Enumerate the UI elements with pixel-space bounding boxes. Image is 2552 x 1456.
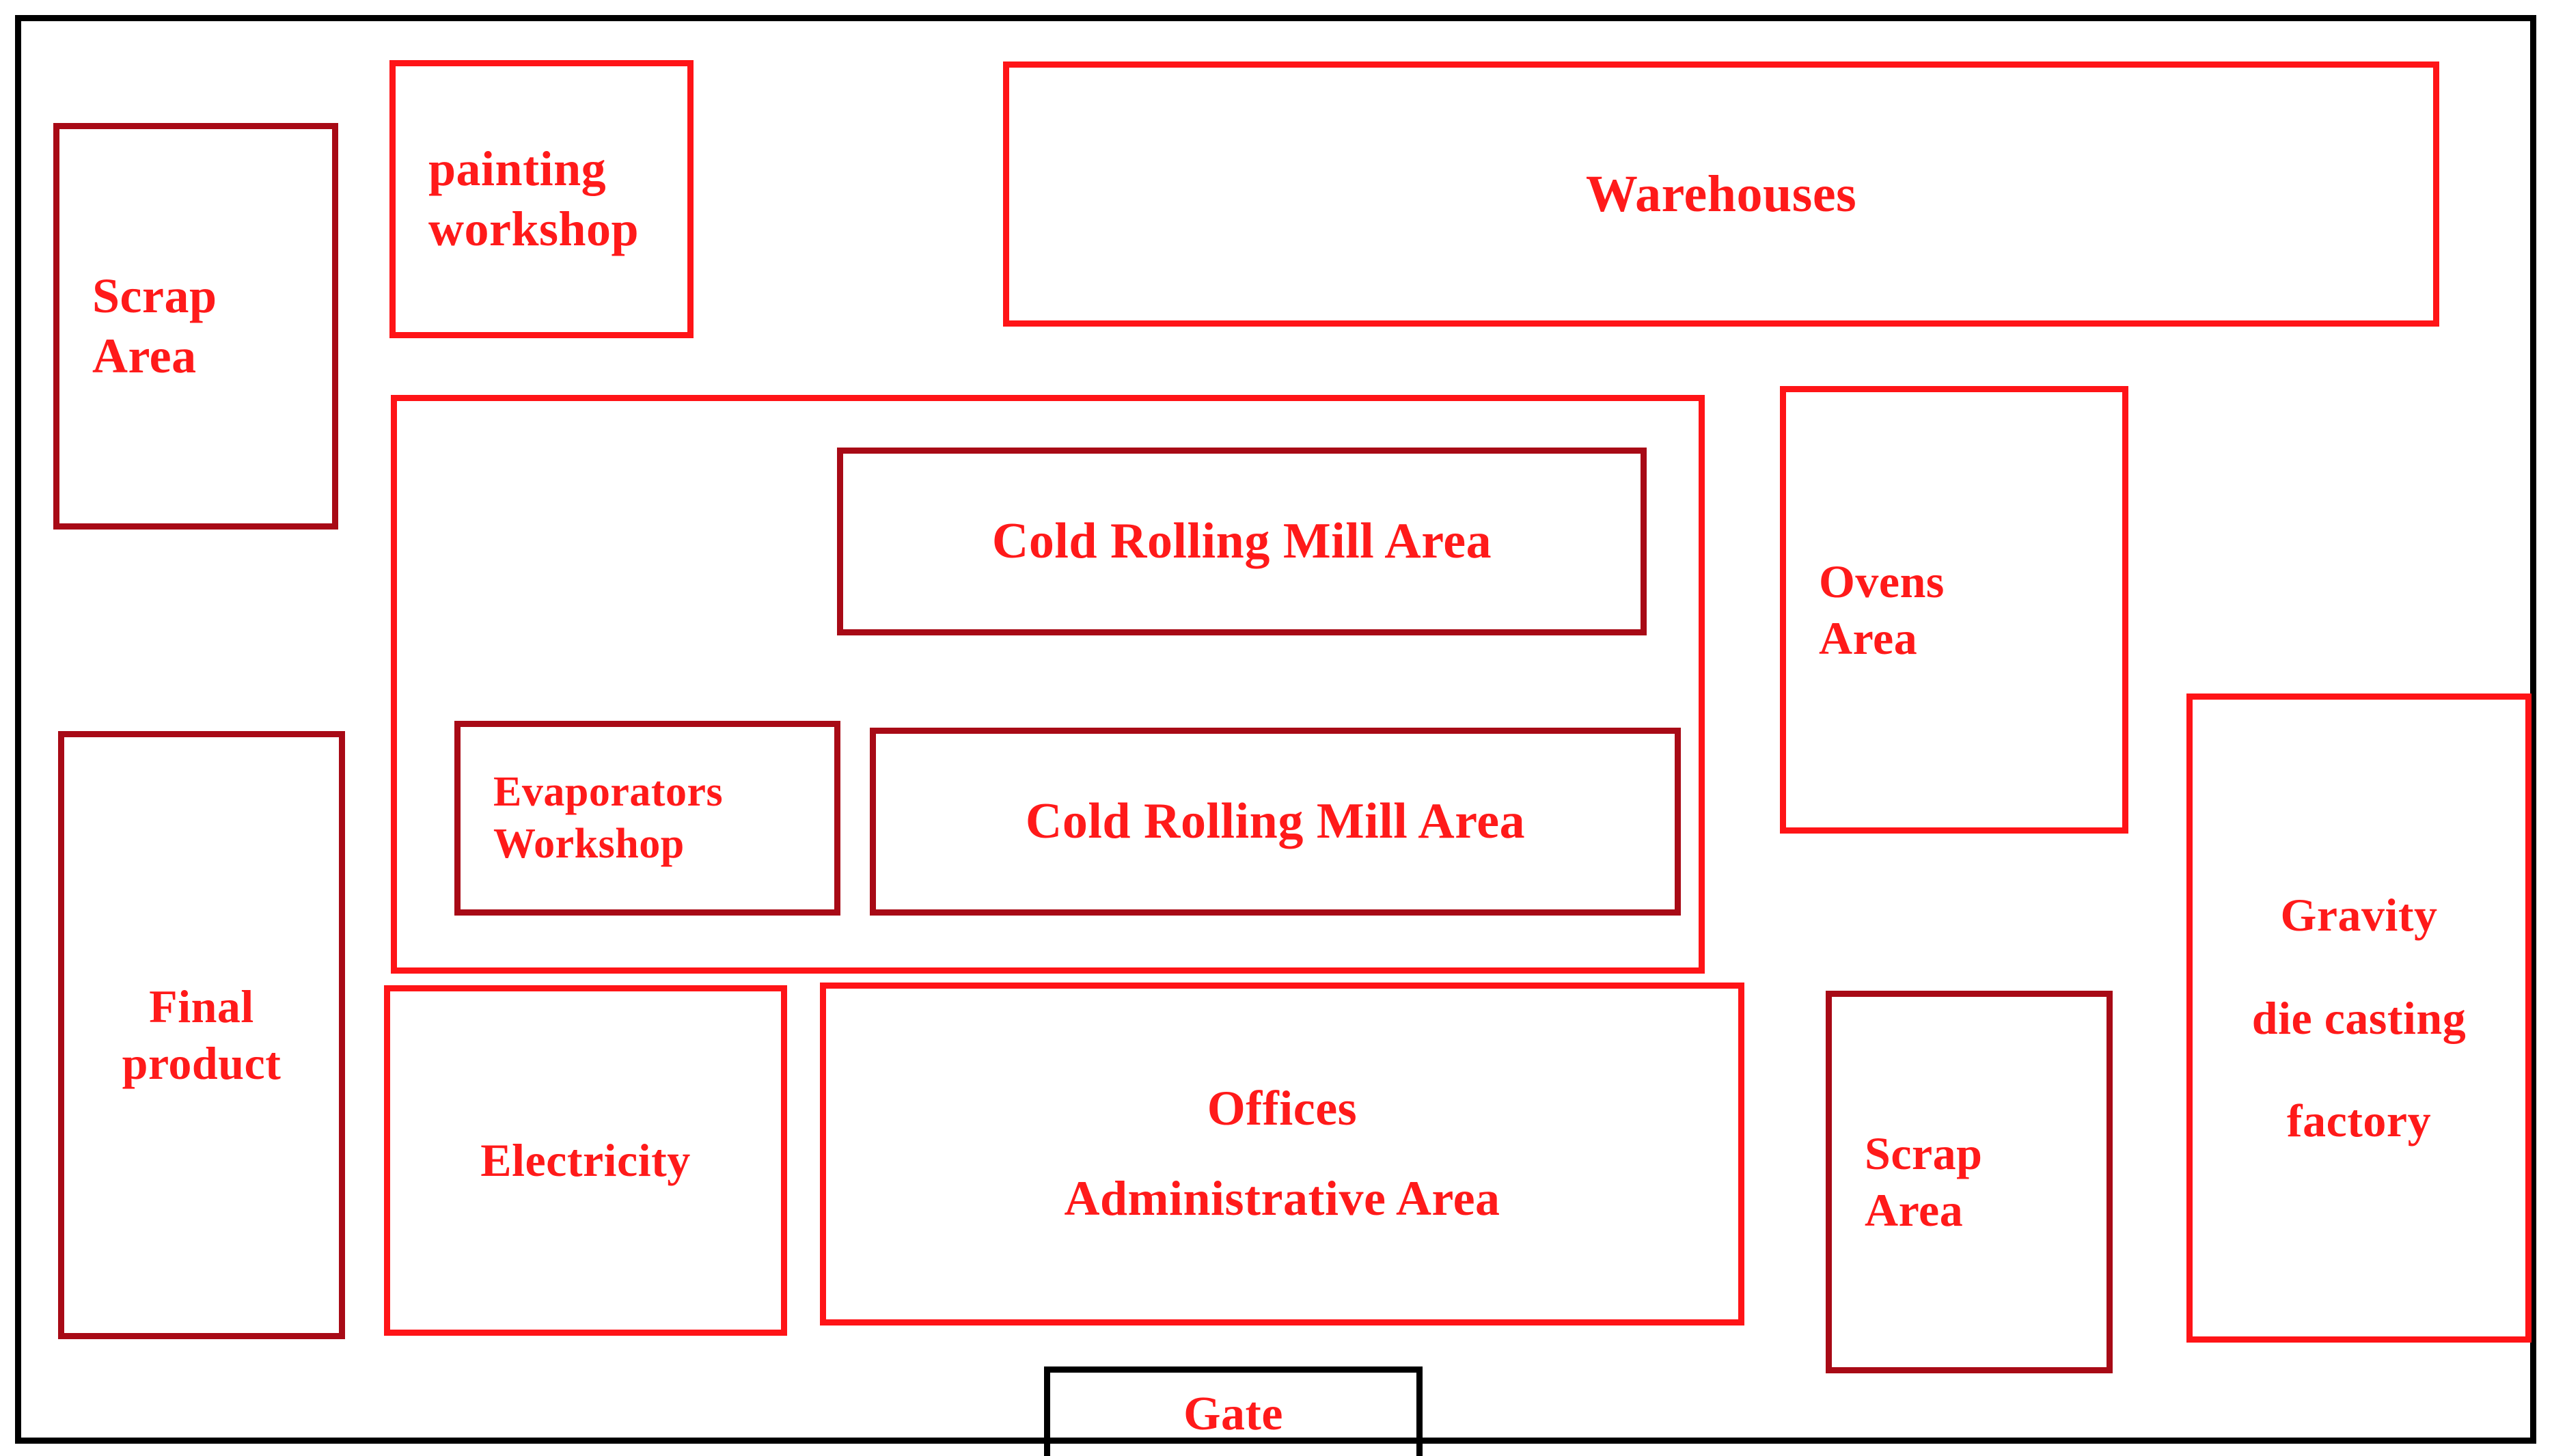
zone-gravity-die-casting-factory[interactable]: Gravity die casting factory bbox=[2186, 693, 2532, 1343]
zone-label-line: Area bbox=[1865, 1184, 1964, 1236]
zone-label-line: Administrative Area bbox=[1064, 1171, 1500, 1226]
zone-label-line: Area bbox=[1819, 612, 1918, 664]
zone-label-line: Scrap bbox=[92, 268, 217, 323]
zone-label-line: workshop bbox=[428, 201, 640, 256]
zone-label-line: Ovens bbox=[1819, 555, 1945, 607]
zone-cold-rolling-mill-area-lower[interactable]: Cold Rolling Mill Area bbox=[870, 728, 1681, 916]
zone-label-line: Workshop bbox=[493, 820, 685, 867]
zone-label-line: Electricity bbox=[480, 1134, 691, 1187]
zone-label-line: Gate bbox=[1183, 1388, 1283, 1441]
zone-label-line: Warehouses bbox=[1585, 165, 1857, 223]
zone-gate[interactable]: Gate bbox=[1044, 1366, 1423, 1456]
zone-label-line: Cold Rolling Mill Area bbox=[1025, 793, 1526, 850]
zone-label-line: factory bbox=[2286, 1095, 2432, 1147]
zone-label-line: Evaporators bbox=[493, 768, 724, 815]
zone-electricity[interactable]: Electricity bbox=[384, 985, 787, 1336]
zone-label-line: Cold Rolling Mill Area bbox=[991, 513, 1492, 570]
zone-label-line: Scrap bbox=[1865, 1127, 1983, 1180]
zone-label-line: die casting bbox=[2251, 991, 2467, 1044]
zone-warehouses[interactable]: Warehouses bbox=[1003, 61, 2439, 327]
zone-cold-rolling-mill-area-upper[interactable]: Cold Rolling Mill Area bbox=[837, 448, 1647, 635]
zone-label-line: product bbox=[122, 1037, 282, 1089]
zone-rolling-mill-container[interactable] bbox=[391, 395, 1705, 974]
zone-label-line: Offices bbox=[1207, 1081, 1358, 1136]
zone-label-line: painting bbox=[428, 141, 607, 196]
zone-label-line: Gravity bbox=[2280, 888, 2438, 941]
zone-label-line: Final bbox=[149, 980, 254, 1033]
zone-label-line: Area bbox=[92, 328, 197, 383]
plant-boundary bbox=[15, 15, 2536, 1444]
